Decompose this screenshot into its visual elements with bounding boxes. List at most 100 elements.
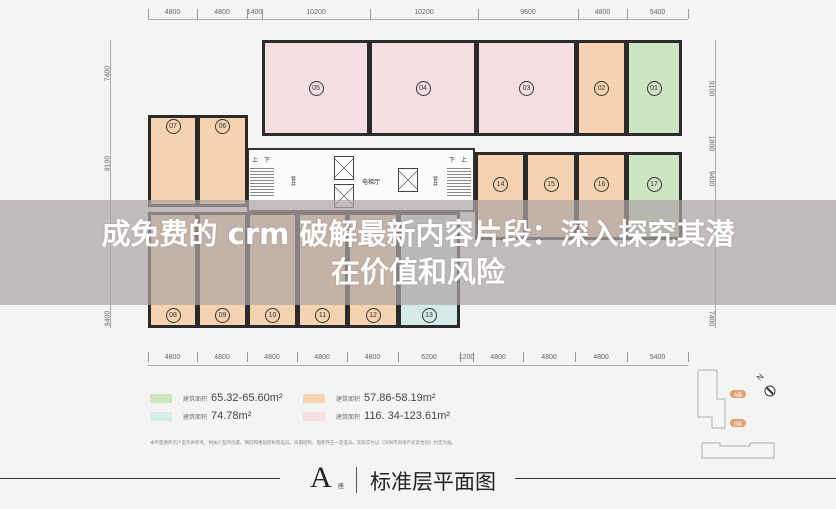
- bottom-dimension-label: 4800: [214, 354, 230, 361]
- unit-number: 09: [215, 307, 230, 323]
- bottom-dimension-label: 4800: [314, 354, 330, 361]
- unit-number: 02: [594, 80, 609, 96]
- right-dimension-label: 1800: [707, 135, 715, 152]
- dimension-tick: [473, 352, 474, 362]
- overlay-title-line-1: 成免费的 crm 破解最新内容片段：深入探究其潜: [101, 216, 735, 251]
- left-dimension-label: 7400: [104, 65, 112, 82]
- stair-icon: [250, 168, 274, 196]
- bottom-dimension-label: 1200: [458, 354, 475, 361]
- bottom-dimension-label: 4800: [490, 354, 506, 361]
- legend-swatch-green: [150, 394, 172, 403]
- dimension-tick: [627, 352, 628, 362]
- left-dimension-label: 9100: [104, 155, 112, 172]
- bottom-dimension-label: 4800: [164, 354, 181, 361]
- unit-number: 12: [365, 307, 381, 323]
- dimension-tick: [297, 352, 298, 362]
- unit-number: 13: [421, 307, 437, 323]
- unit-number: 16: [594, 176, 609, 192]
- title-overlay-banner: 成免费的 crm 破解最新内容片段：深入探究其潜 在价值和风险: [0, 200, 836, 305]
- dimension-tick: [262, 9, 263, 19]
- elevator-icon: [398, 168, 418, 192]
- bottom-dimension-line: [148, 365, 688, 366]
- building-b-label: B座: [734, 421, 742, 428]
- unit-number: 04: [415, 80, 431, 96]
- stair-up-label: 上: [461, 158, 468, 164]
- dimension-tick: [578, 9, 579, 19]
- right-dimension-label: 9100: [707, 80, 715, 97]
- title-rule-right: [515, 478, 836, 479]
- legend-text: 74.78m²: [211, 410, 252, 422]
- stair-down-label: 下: [264, 158, 271, 164]
- unit-number: 01: [646, 80, 662, 96]
- dimension-tick: [688, 352, 689, 362]
- unit-05: 05: [262, 40, 370, 136]
- unit-number: 05: [308, 80, 324, 96]
- dimension-tick: [197, 352, 198, 362]
- top-dimension-label: 1400: [246, 9, 263, 16]
- block-letter: A: [310, 461, 332, 494]
- unit-04: 04: [369, 40, 477, 136]
- dimension-tick: [370, 9, 371, 19]
- unit-07: 07: [148, 115, 198, 207]
- dimension-tick: [688, 9, 689, 19]
- area-tag: 建筑面积: [183, 415, 208, 421]
- dimension-tick: [398, 352, 399, 362]
- top-dimension-label: 10200: [306, 9, 326, 16]
- shaft-label: 管井: [290, 176, 296, 186]
- legend-swatch-cyan: [150, 412, 172, 421]
- area-tag: 建筑面积: [336, 397, 361, 403]
- left-dimension-line: [110, 40, 111, 328]
- dimension-tick: [247, 9, 248, 19]
- top-dimension-label: 9600: [520, 9, 536, 16]
- unit-number: 17: [646, 176, 662, 192]
- right-dimension-line: [715, 40, 716, 328]
- dimension-tick: [148, 352, 149, 362]
- bottom-dimension-label: 5400: [649, 354, 666, 361]
- top-dimension-label: 4800: [214, 9, 230, 16]
- elevator-hall-label: 电梯厅: [362, 180, 381, 186]
- left-dimension-label: 9400: [104, 310, 112, 327]
- bottom-dimension-label: 4800: [264, 354, 280, 361]
- unit-number: 11: [315, 307, 330, 323]
- dimension-tick: [247, 352, 248, 362]
- unit-number: 08: [165, 307, 181, 323]
- unit-number: 06: [215, 118, 230, 134]
- right-dimension-label: 9400: [707, 170, 715, 187]
- title-rule-left: [0, 478, 280, 479]
- dimension-tick: [460, 352, 461, 362]
- top-dimension-line: [148, 19, 688, 20]
- overlay-title-line-2: 在价值和风险: [330, 254, 505, 289]
- unit-01: 01: [626, 40, 682, 136]
- unit-06: 06: [197, 115, 248, 207]
- dimension-tick: [197, 9, 198, 19]
- title-divider: [356, 467, 357, 493]
- bottom-dimension-label: 4800: [364, 354, 381, 361]
- right-dimension-label: 7400: [707, 310, 715, 327]
- stair-icon: [447, 168, 471, 196]
- bottom-dimension-label: 4800: [541, 354, 557, 361]
- block-suffix: 座: [338, 484, 345, 490]
- legend-text: 65.32-65.60m²: [211, 392, 283, 404]
- dimension-tick: [523, 352, 524, 362]
- top-dimension-label: 10200: [414, 9, 434, 16]
- legend-swatch-pink: [303, 412, 325, 421]
- legend-text: 116. 34-123.61m²: [364, 410, 451, 422]
- disclaimer-note: 本平面图所示户型仅供参考，相关户型的位置、朝向和楼层结构等差异，局部结构、面积存…: [150, 440, 456, 445]
- unit-02: 02: [576, 40, 627, 136]
- unit-03: 03: [476, 40, 577, 136]
- unit-number: 15: [543, 176, 559, 192]
- bottom-dimension-label: 6200: [421, 354, 437, 361]
- dimension-tick: [478, 9, 479, 19]
- top-dimension-label: 4800: [164, 9, 181, 16]
- stair-up-label: 上: [252, 158, 259, 164]
- dimension-tick: [627, 9, 628, 19]
- unit-number: 03: [519, 80, 534, 96]
- shaft-label: 管井: [432, 176, 438, 186]
- unit-number: 07: [165, 118, 181, 134]
- top-dimension-label: 5400: [649, 9, 666, 16]
- stair-down-label: 下: [449, 158, 456, 164]
